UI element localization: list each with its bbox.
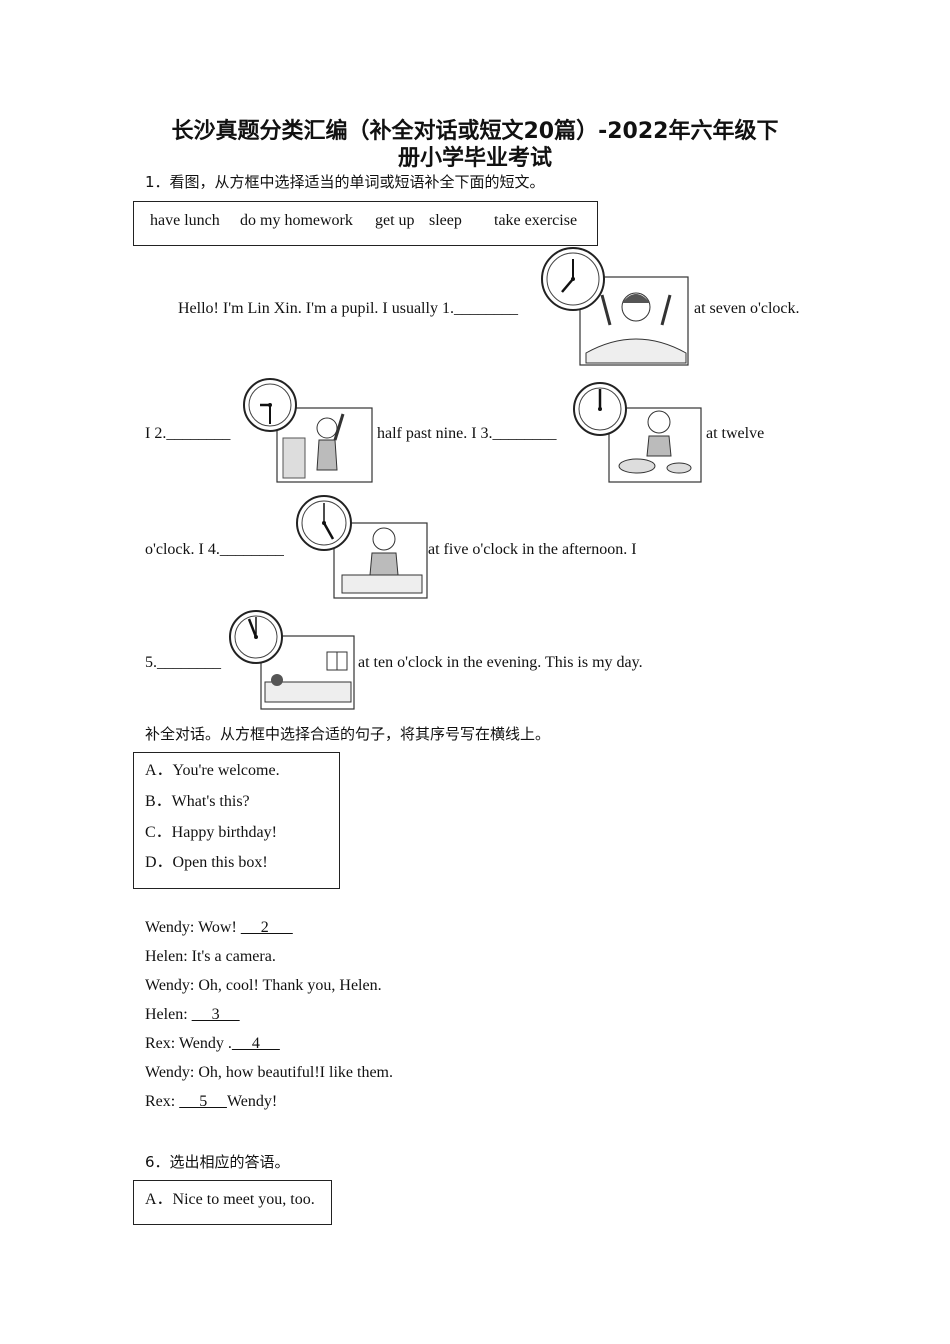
word-bank-box <box>133 201 598 246</box>
q6-instruction: 6．选出相应的答语。 <box>145 1153 290 1171</box>
dialogue-speaker-text: Helen: <box>145 1006 192 1023</box>
passage-line3-end: at five o'clock in the afternoon. I <box>428 541 637 558</box>
dialogue-speaker-text: Rex: Wendy . <box>145 1035 232 1052</box>
do-homework-picture <box>296 495 428 599</box>
option-b: B．What's this? <box>145 793 250 810</box>
passage-line4-start: 5.________ <box>145 654 221 671</box>
page-title-line2: 册小学毕业考试 <box>397 146 552 171</box>
page-title-line1: 长沙真题分类汇编（补全对话或短文20篇）-2022年六年级下 <box>171 119 779 144</box>
sleep-picture <box>229 610 355 710</box>
q1-instruction: 1．看图，从方框中选择适当的单词或短语补全下面的短文。 <box>145 173 545 191</box>
passage-line2-start: I 2.________ <box>145 425 231 442</box>
passage-line3-start: o'clock. I 4.________ <box>145 541 284 558</box>
dialogue-line: Rex: Wendy . 4 <box>145 1034 280 1054</box>
answer-blank: 4 <box>231 1035 280 1052</box>
word-bank-item: have lunch <box>150 212 220 229</box>
q2-instruction: 补全对话。从方框中选择合适的句子，将其序号写在横线上。 <box>145 725 551 743</box>
answer-blank: 2 <box>240 919 293 936</box>
dialogue-line: Rex: 5 Wendy! <box>145 1092 277 1112</box>
dialogue-speaker-text: Rex: <box>145 1093 180 1110</box>
passage-line2-end: at twelve <box>706 425 765 442</box>
dialogue-speaker-text: Wendy! <box>226 1093 278 1110</box>
dialogue-speaker-text: Wendy: Wow! <box>145 919 241 936</box>
dialogue-line: Wendy: Oh, how beautiful!I like them. <box>145 1064 393 1081</box>
q2-options-box <box>133 752 340 889</box>
answer-blank: 3 <box>191 1006 240 1023</box>
dialogue-line: Helen: 3 <box>145 1005 240 1025</box>
passage-line1-end: at seven o'clock. <box>694 300 800 317</box>
q6-option-a: A．Nice to meet you, too. <box>145 1191 315 1208</box>
option-d: D．Open this box! <box>145 854 268 871</box>
take-exercise-picture <box>243 378 373 483</box>
passage-line1: Hello! I'm Lin Xin. I'm a pupil. I usual… <box>178 300 518 317</box>
word-bank-item: sleep <box>429 212 462 229</box>
q6-options-box <box>133 1180 332 1225</box>
passage-line2-mid: half past nine. I 3.________ <box>377 425 557 442</box>
word-bank-item: do my homework <box>240 212 353 229</box>
have-lunch-picture <box>573 382 702 483</box>
option-a: A．You're welcome. <box>145 762 280 779</box>
dialogue-line: Wendy: Wow! 2 <box>145 918 293 938</box>
option-c: C．Happy birthday! <box>145 824 277 841</box>
word-bank-item: take exercise <box>494 212 578 229</box>
dialogue-line: Helen: It's a camera. <box>145 948 276 965</box>
word-bank-item: get up <box>375 212 415 229</box>
answer-blank: 5 <box>179 1093 227 1110</box>
get-up-picture <box>541 247 689 366</box>
passage-line4-end: at ten o'clock in the evening. This is m… <box>358 654 643 671</box>
dialogue-line: Wendy: Oh, cool! Thank you, Helen. <box>145 977 382 994</box>
